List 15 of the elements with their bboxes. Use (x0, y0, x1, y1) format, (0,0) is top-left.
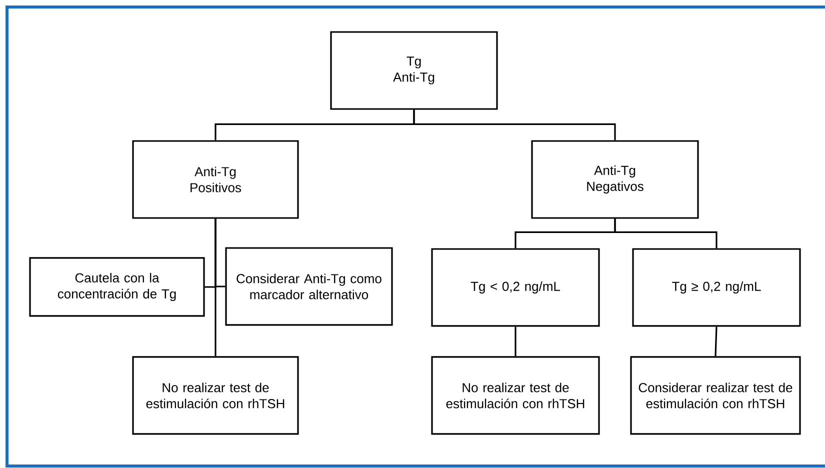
process-box: Anti-Tg Positivos (132, 140, 299, 219)
process-box: Tg < 0,2 ng/mL (431, 248, 600, 327)
connector-line (514, 326, 516, 356)
connector-line (614, 218, 718, 248)
connector-line (714, 326, 718, 356)
process-box: Anti-Tg Negativos (531, 140, 699, 219)
process-box: Considerar realizar test de estimulación con rhTSH (630, 356, 801, 435)
process-box: No realizar test de estimulación con rhTSH (431, 356, 600, 435)
process-box: Considerar Anti-Tg como marcador alternativo (225, 247, 393, 326)
process-box: No realizar test de estimulación con rhTSH (132, 356, 299, 435)
process-box: Cautela con la concentración de Tg (29, 257, 205, 317)
process-box: Tg ≥ 0,2 ng/mL (632, 248, 801, 327)
connector-line (214, 218, 216, 356)
connector-line (413, 110, 616, 140)
process-box: Tg Anti-Tg (330, 31, 498, 110)
